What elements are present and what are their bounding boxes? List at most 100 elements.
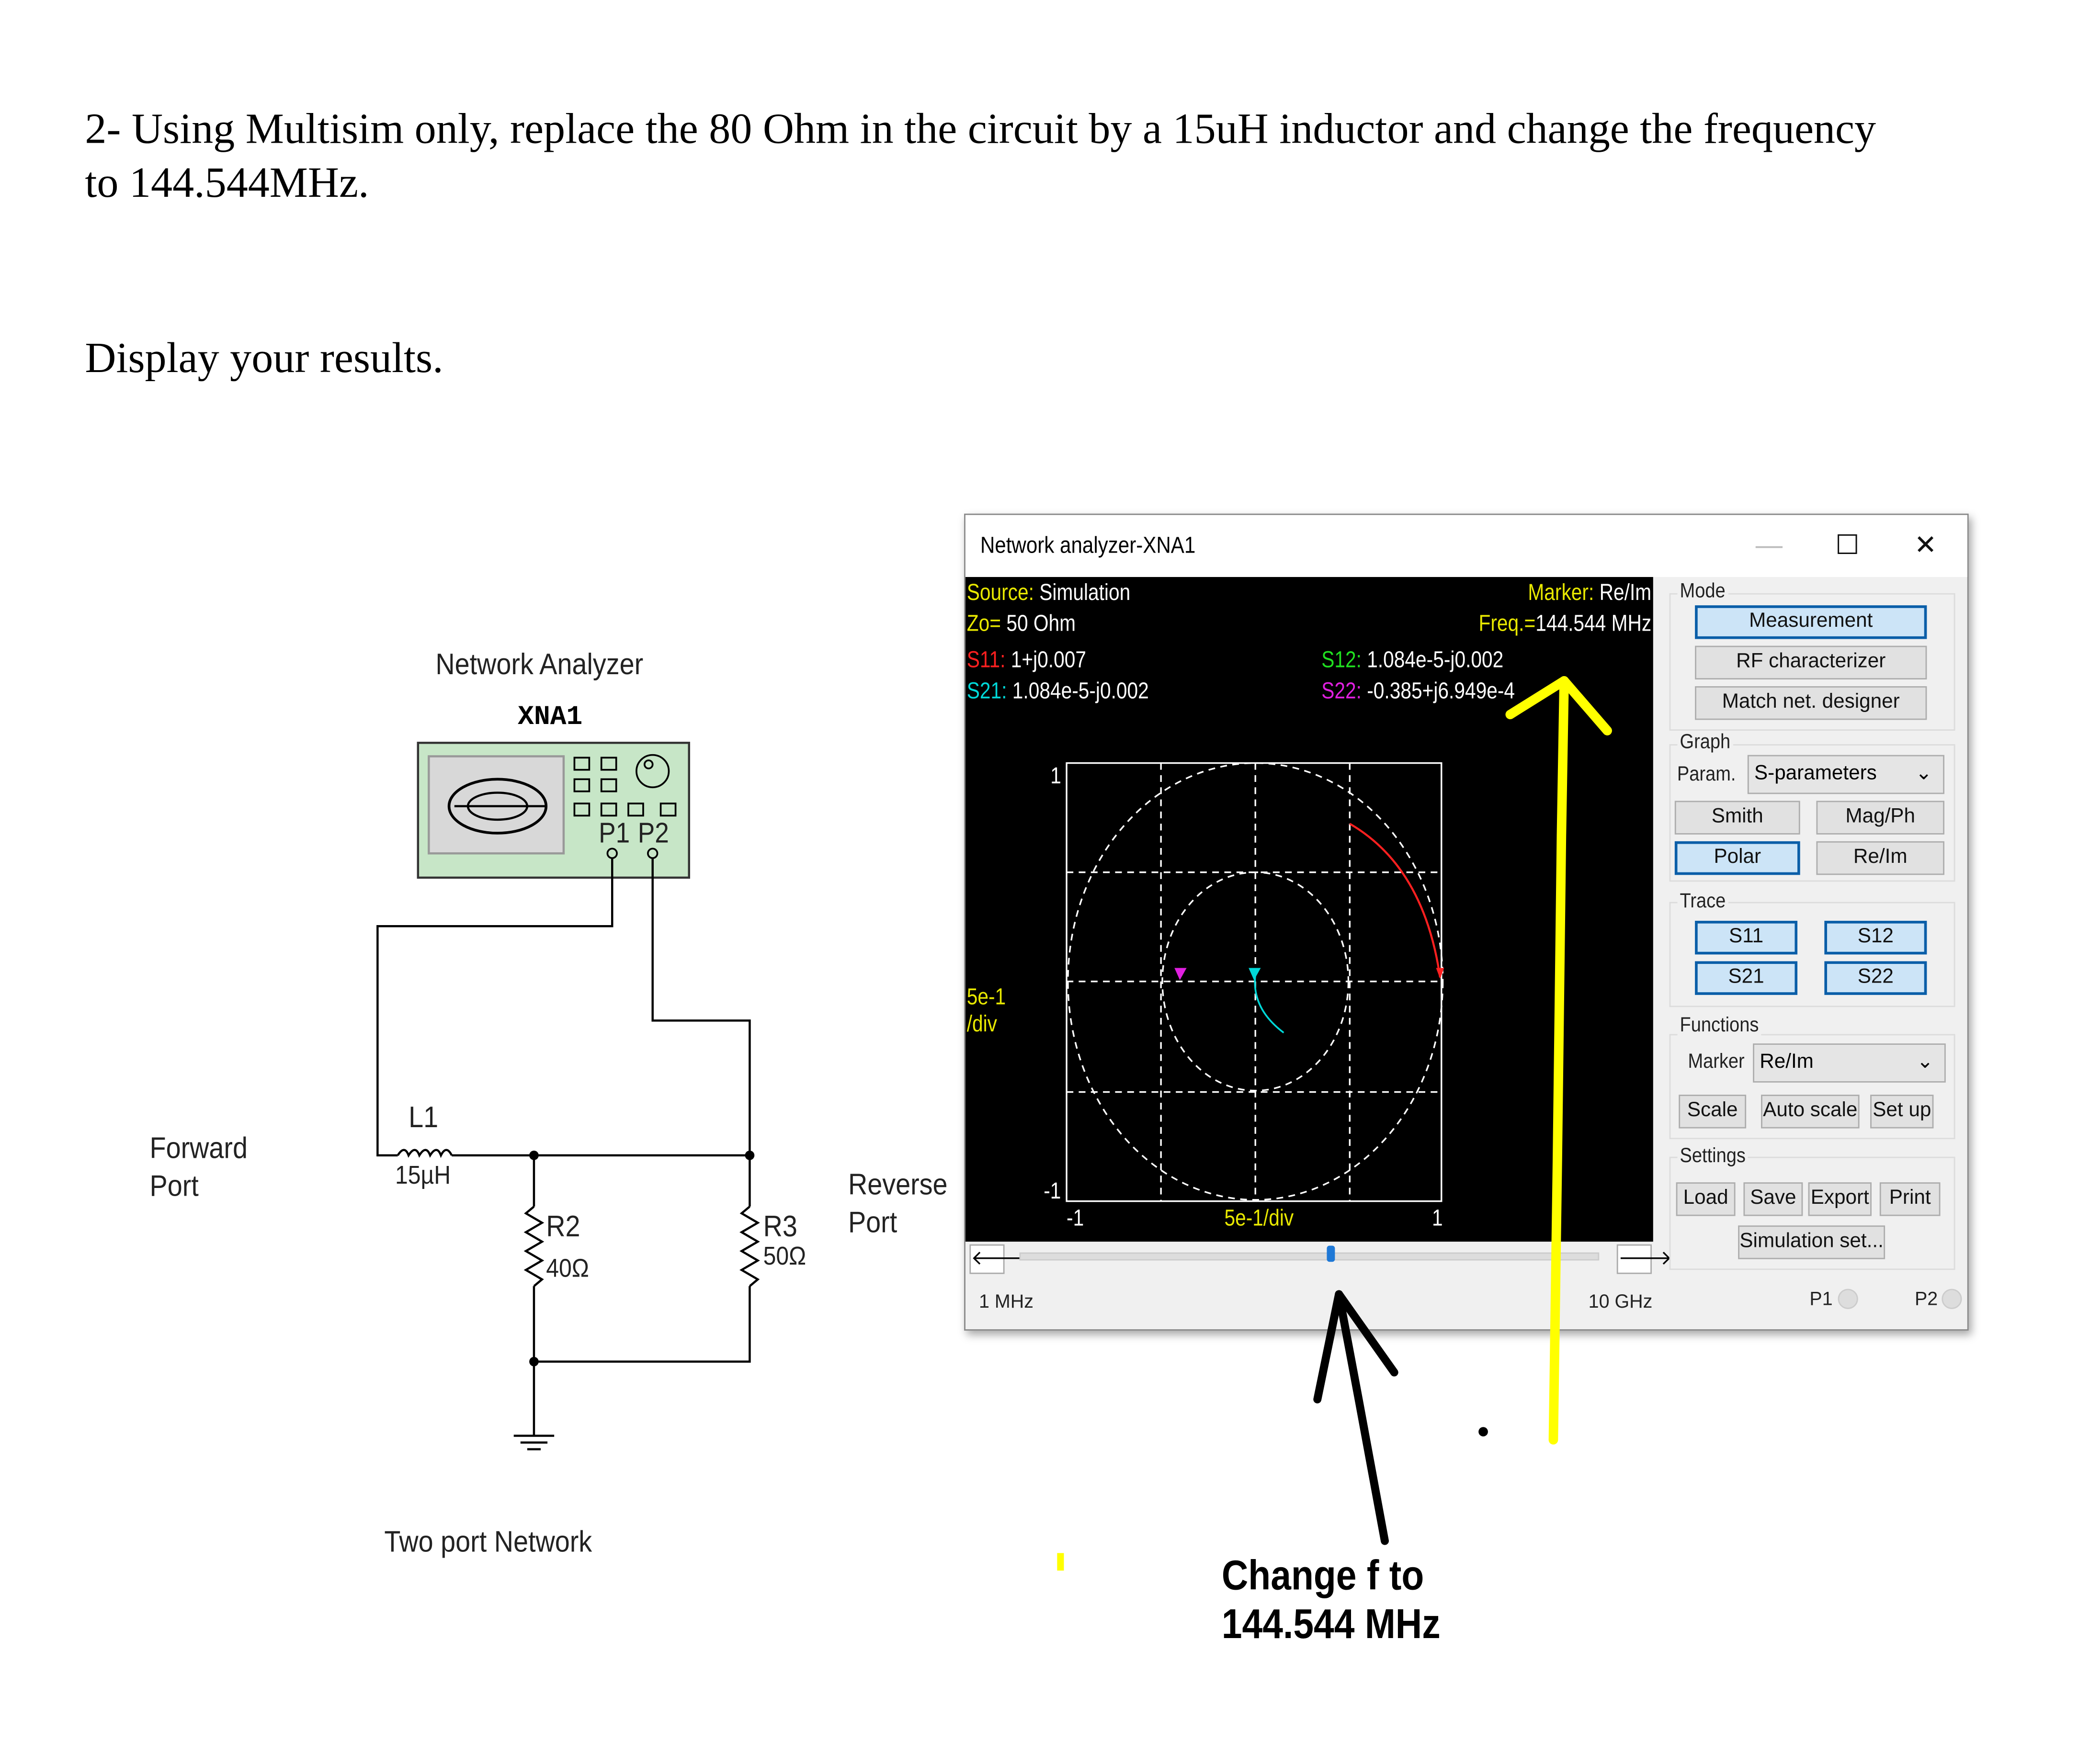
p1-indicator-icon [1838, 1289, 1858, 1309]
graph-reim-button[interactable]: Re/Im [1816, 841, 1944, 875]
graph-label: Graph [1677, 731, 1733, 754]
trace-group [1669, 902, 1955, 1007]
source-value: Simulation [1039, 579, 1131, 606]
graph-smith-button[interactable]: Smith [1674, 801, 1800, 835]
s12-value: 1.084e-5-j0.002 [1367, 647, 1504, 673]
marker-select[interactable]: Re/Im ⌄ [1753, 1043, 1946, 1083]
freq-label: Freq.= [1479, 611, 1536, 636]
functions-label: Functions [1677, 1014, 1761, 1037]
instruction-text: Display your results. [85, 333, 443, 382]
instrument-title: Network Analyzer [435, 647, 644, 681]
x-scale-label: 5e-1/div [1224, 1205, 1294, 1231]
reverse-port-label-2: Port [848, 1205, 897, 1239]
reverse-port-label-1: Reverse [848, 1167, 948, 1201]
black-arrow [1313, 1290, 1398, 1545]
minimize-button[interactable]: — [1755, 531, 1783, 561]
s22-value: -0.385+j6.949e-4 [1367, 678, 1515, 704]
maximize-button[interactable]: ☐ [1835, 531, 1860, 561]
x-right-label: 1 [1432, 1205, 1443, 1231]
unit-circle [1067, 762, 1444, 1201]
question-line-1: 2- Using Multisim only, replace the 80 O… [85, 103, 1876, 153]
marker-select-label: Marker [1685, 1050, 1747, 1074]
l1-ref: L1 [409, 1100, 439, 1134]
question-line-2: to 144.544MHz. [85, 158, 369, 206]
resistor-r3 [739, 1206, 760, 1287]
trace-s22-button[interactable]: S22 [1824, 961, 1927, 995]
l1-value: 15µH [395, 1162, 451, 1191]
s22-marker [1174, 968, 1187, 980]
source-label: Source: [966, 579, 1034, 606]
y-bottom-label: -1 [1044, 1178, 1061, 1204]
param-label: Param. [1674, 763, 1738, 786]
print-button[interactable]: Print [1879, 1182, 1941, 1216]
scale-button[interactable]: Scale [1679, 1095, 1747, 1129]
resistor-r2 [523, 1206, 545, 1287]
x-left-label: -1 [1067, 1205, 1084, 1231]
s21-trace [1254, 974, 1284, 1034]
r2-value: 40Ω [546, 1255, 589, 1284]
annotation-line-1: Change f to [1221, 1551, 1424, 1599]
freq-value: 144.544 MHz [1535, 611, 1652, 636]
trace-s21-button[interactable]: S21 [1695, 961, 1798, 995]
trace-label: Trace [1677, 890, 1728, 913]
y-top-label: 1 [1050, 763, 1061, 789]
title-bar: Network analyzer-XNA1 — ☐ ✕ [965, 515, 1967, 577]
p1-indicator-label: P1 [1809, 1287, 1833, 1309]
set-up-button[interactable]: Set up [1870, 1095, 1934, 1129]
s11-label: S11: [966, 647, 1006, 673]
s21-value: 1.084e-5-j0.002 [1012, 678, 1149, 704]
circuit-caption: Two port Network [384, 1525, 592, 1559]
settings-label: Settings [1677, 1144, 1748, 1168]
s11-trace [1349, 823, 1442, 978]
trace-s11-button[interactable]: S11 [1695, 920, 1798, 955]
window-title: Network analyzer-XNA1 [980, 532, 1196, 558]
network-analyzer-window: Network analyzer-XNA1 — ☐ ✕ Source: Simu… [964, 513, 1969, 1331]
close-button[interactable]: ✕ [1914, 531, 1937, 561]
chevron-down-icon: ⌄ [1917, 1050, 1934, 1074]
y-scale-1: 5e-1 [966, 984, 1006, 1010]
load-button[interactable]: Load [1676, 1182, 1736, 1216]
mode-rf-characterizer-button[interactable]: RF characterizer [1695, 645, 1927, 680]
graph-magph-button[interactable]: Mag/Ph [1816, 801, 1944, 835]
polar-plot [1066, 762, 1444, 1202]
auto-scale-button[interactable]: Auto scale [1761, 1095, 1860, 1129]
r2-ref: R2 [546, 1209, 580, 1243]
frequency-slider-track[interactable] [1019, 1252, 1600, 1261]
port2-label: P2 [637, 818, 669, 849]
r3-value: 50Ω [763, 1243, 806, 1272]
param-select[interactable]: S-parameters⌄ [1747, 755, 1944, 794]
settings-group [1669, 1156, 1955, 1270]
yellow-arrow [1505, 676, 1612, 1445]
export-button[interactable]: Export [1808, 1182, 1872, 1216]
graph-polar-button[interactable]: Polar [1674, 841, 1800, 875]
grid-lines [1067, 762, 1444, 1201]
mode-group [1669, 593, 1955, 731]
port1-label: P1 [599, 818, 630, 849]
s11-value: 1+j0.007 [1011, 647, 1086, 673]
dot-mark [1478, 1427, 1488, 1436]
yellow-mark [1057, 1553, 1064, 1571]
chevron-down-icon: ⌄ [1915, 761, 1932, 785]
slider-min-label: 1 MHz [979, 1290, 1034, 1312]
graph-group [1669, 744, 1955, 882]
functions-group [1669, 1034, 1955, 1140]
mode-measurement-button[interactable]: Measurement [1695, 605, 1927, 639]
wire-p2 [651, 859, 751, 1155]
circuit-schematic [376, 742, 760, 1450]
s21-marker [1249, 968, 1261, 980]
zo-label: Zo= [966, 611, 1001, 636]
annotation-line-2: 144.544 MHz [1221, 1600, 1441, 1648]
save-button[interactable]: Save [1743, 1182, 1803, 1216]
s11-marker [1436, 968, 1444, 979]
trace-s12-button[interactable]: S12 [1824, 920, 1927, 955]
mode-match-net-designer-button[interactable]: Match net. designer [1695, 686, 1927, 720]
wire-p1 [376, 859, 613, 1157]
analyzer-display: Source: Simulation Zo= 50 Ohm Marker: Re… [965, 577, 1653, 1242]
frequency-slider-thumb[interactable] [1327, 1245, 1335, 1262]
simulation-settings-button[interactable]: Simulation set... [1738, 1225, 1886, 1259]
marker-select-value: Re/Im [1760, 1050, 1814, 1074]
r3-ref: R3 [763, 1209, 797, 1243]
y-scale-2: /div [966, 1011, 998, 1037]
instrument-ref: XNA1 [518, 702, 583, 734]
s22-label: S22: [1321, 678, 1362, 704]
